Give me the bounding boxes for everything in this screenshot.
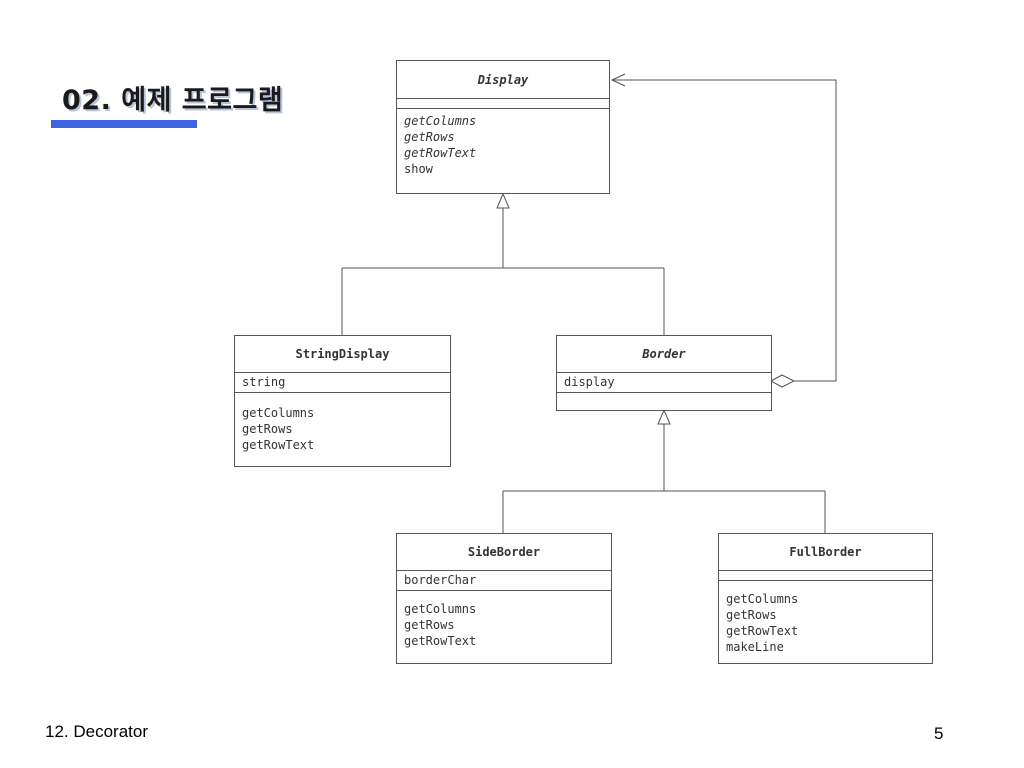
slide-title: 02. 예제 프로그램 — [62, 85, 284, 116]
operation: getRows — [242, 422, 293, 436]
aggregation-arrowhead — [610, 73, 626, 87]
class-operations — [557, 393, 771, 401]
class-name: Display — [397, 61, 609, 99]
class-attributes: string — [235, 373, 450, 393]
class-border: Border display — [556, 335, 772, 411]
operation: getColumns — [404, 602, 477, 616]
operation: getColumns — [242, 406, 315, 420]
class-stringdisplay: StringDisplay string getColumns getRows … — [234, 335, 451, 467]
operation: getRowText — [404, 146, 477, 160]
operation: getColumns — [726, 592, 799, 606]
page-number: 5 — [934, 724, 944, 743]
operation: getRowText — [404, 634, 477, 648]
operation: getColumns — [404, 114, 477, 128]
aggregation-line — [612, 79, 837, 382]
attribute: string — [242, 375, 286, 389]
class-operations: getColumns getRows getRowText — [397, 591, 611, 653]
class-sideborder: SideBorder borderChar getColumns getRows… — [396, 533, 612, 664]
attribute: borderChar — [404, 573, 477, 587]
attribute: display — [564, 375, 615, 389]
operation: getRowText — [242, 438, 315, 452]
class-operations: getColumns getRows getRowText show — [397, 109, 609, 181]
class-attributes — [397, 99, 609, 109]
generalization-arrowhead-display — [496, 192, 510, 209]
class-name: StringDisplay — [235, 336, 450, 373]
class-operations: getColumns getRows getRowText — [235, 393, 450, 457]
class-attributes — [719, 571, 932, 581]
operation: getRowText — [726, 624, 799, 638]
class-attributes: borderChar — [397, 571, 611, 591]
generalization-arrowhead-border — [657, 408, 671, 425]
aggregation-diamond — [769, 374, 796, 388]
operation: getRows — [404, 618, 455, 632]
class-display: Display getColumns getRows getRowText sh… — [396, 60, 610, 194]
class-name: FullBorder — [719, 534, 932, 571]
operation: makeLine — [726, 640, 784, 654]
class-attributes: display — [557, 373, 771, 393]
operation: getRows — [404, 130, 455, 144]
class-name: Border — [557, 336, 771, 373]
title-underline-bar — [51, 120, 197, 128]
class-fullborder: FullBorder getColumns getRows getRowText… — [718, 533, 933, 664]
class-operations: getColumns getRows getRowText makeLine — [719, 581, 932, 659]
operation: show — [404, 162, 433, 176]
class-name: SideBorder — [397, 534, 611, 571]
operation: getRows — [726, 608, 777, 622]
footer-chapter-label: 12. Decorator — [45, 722, 148, 741]
